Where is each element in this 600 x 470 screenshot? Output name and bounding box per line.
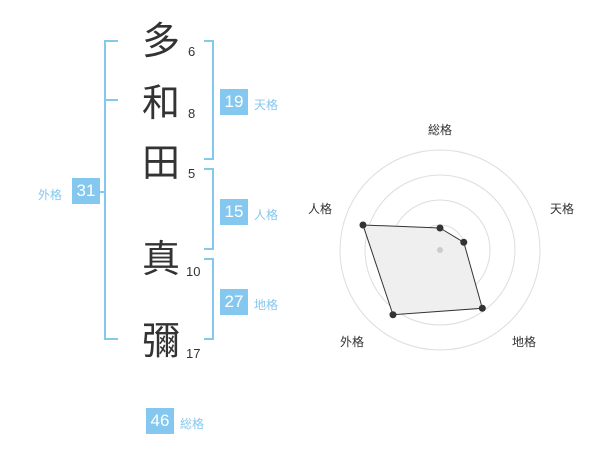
tenkaku-score: 19 [220, 89, 248, 115]
radar-points [359, 221, 486, 319]
radar-axis-label-chikaku: 地格 [512, 334, 536, 349]
radar-axis-label-jinkaku: 人格 [308, 201, 332, 216]
name-char-1: 多 [142, 19, 181, 63]
jinkaku-score: 15 [220, 199, 248, 225]
chikaku-label: 地格 [254, 298, 279, 312]
gaikaku-score: 31 [72, 178, 100, 204]
radar-axis-label-soukaku: 総格 [428, 122, 452, 137]
name-char-4: 真 [142, 237, 181, 281]
jinkaku-bracket [204, 168, 214, 250]
radar-point [389, 311, 397, 319]
radar-ring [364, 174, 516, 326]
name-char-2: 和 [142, 81, 181, 125]
name-char-5: 彌 [142, 319, 181, 363]
radar-point [359, 221, 367, 229]
radar-ring [339, 149, 541, 351]
chikaku-bracket [204, 258, 214, 340]
radar-chart: 総格 天格 地格 外格 人格 [308, 122, 574, 351]
stroke-count-3: 5 [188, 166, 196, 181]
tenkaku-label: 天格 [254, 98, 279, 112]
chikaku-score: 27 [220, 289, 248, 315]
name-char-3: 田 [142, 141, 181, 185]
gaikaku-bracket [104, 40, 118, 340]
stroke-count-5: 17 [186, 346, 201, 361]
radar-point [478, 304, 486, 312]
gaikaku-bracket-stem [97, 191, 105, 193]
radar-center-dot [437, 247, 443, 253]
soukaku-score: 46 [146, 408, 174, 434]
gaikaku-bracket-tick [104, 99, 118, 101]
radar-point [436, 224, 444, 232]
radar-axis-label-tenkaku: 天格 [550, 201, 574, 216]
soukaku-label: 総格 [180, 417, 205, 431]
radar-point [460, 238, 468, 246]
radar-polygon [362, 224, 483, 316]
stroke-count-1: 6 [188, 44, 196, 59]
tenkaku-bracket [204, 40, 214, 160]
stroke-count-2: 8 [188, 106, 196, 121]
gaikaku-label: 外格 [38, 188, 63, 202]
radar-axis-label-gaikaku: 外格 [340, 334, 364, 349]
stroke-count-4: 10 [186, 264, 201, 279]
jinkaku-label: 人格 [254, 208, 279, 222]
